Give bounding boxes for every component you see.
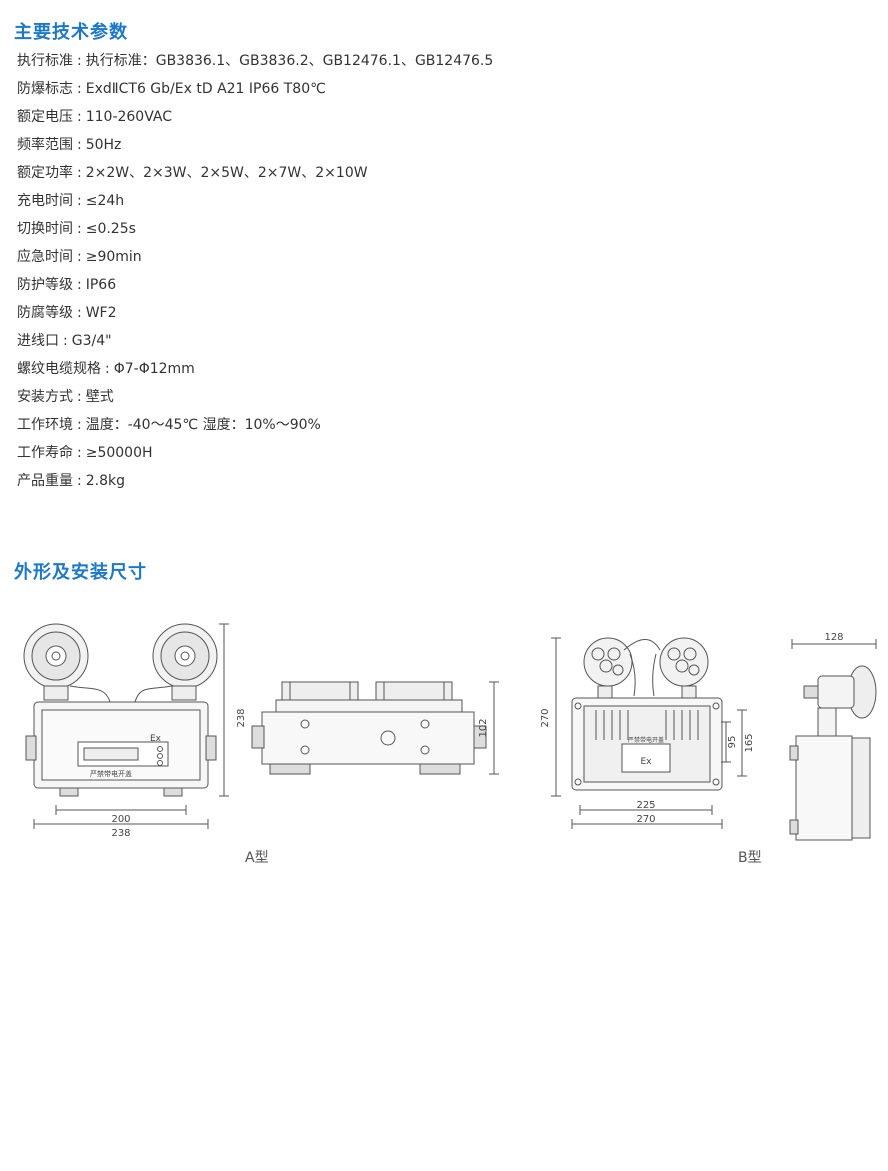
spec-row: 额定功率:2×2W、2×3W、2×5W、2×7W、2×10W — [17, 162, 493, 190]
spec-separator: : — [77, 109, 82, 125]
spec-value: G3/4" — [71, 333, 112, 349]
spec-separator: : — [77, 473, 82, 489]
spec-label: 产品重量 — [17, 473, 73, 489]
spec-row: 螺纹电缆规格:Φ7-Φ12mm — [17, 358, 493, 386]
drawing-b-side — [789, 639, 877, 841]
drawing-b-front — [551, 637, 747, 829]
spec-value: 温度：-40～45℃ 湿度：10%～90% — [85, 417, 321, 433]
spec-value: Φ7-Φ12mm — [113, 361, 195, 377]
spec-separator: : — [77, 165, 82, 181]
spec-row: 进线口:G3/4" — [17, 330, 493, 358]
panel-warning-b: 严禁带电开盖 — [628, 736, 664, 744]
spec-row: 防爆标志:ExdⅡCT6 Gb/Ex tD A21 IP66 T80℃ — [17, 78, 493, 106]
dim-b-inner-165: 165 — [744, 733, 755, 752]
dim-a-height: 238 — [236, 708, 247, 727]
spec-row: 应急时间:≥90min — [17, 246, 493, 274]
spec-row: 安装方式:壁式 — [17, 386, 493, 414]
section-title-dimensions: 外形及安装尺寸 — [14, 562, 147, 583]
spec-label: 频率范围 — [17, 137, 73, 153]
spec-label: 应急时间 — [17, 249, 73, 265]
spec-row: 工作环境:温度：-40～45℃ 湿度：10%～90% — [17, 414, 493, 442]
spec-row: 频率范围:50Hz — [17, 134, 493, 162]
spec-label: 额定功率 — [17, 165, 73, 181]
spec-label: 切换时间 — [17, 221, 73, 237]
spec-separator: : — [77, 277, 82, 293]
spec-value: 2×2W、2×3W、2×5W、2×7W、2×10W — [85, 165, 368, 181]
spec-label: 防护等级 — [17, 277, 73, 293]
dim-b-width-inner: 225 — [636, 800, 655, 811]
spec-row: 充电时间:≤24h — [17, 190, 493, 218]
spec-value: IP66 — [85, 277, 117, 293]
spec-value: ≤24h — [85, 193, 125, 209]
dim-b-depth: 128 — [824, 632, 843, 643]
spec-label: 防爆标志 — [17, 81, 73, 97]
spec-value: ≤0.25s — [85, 221, 136, 237]
spec-row: 额定电压:110-260VAC — [17, 106, 493, 134]
spec-separator: : — [77, 249, 82, 265]
drawing-a-side — [251, 681, 499, 775]
dim-a-width-inner: 200 — [111, 814, 130, 825]
spec-value: ExdⅡCT6 Gb/Ex tD A21 IP66 T80℃ — [85, 81, 326, 97]
spec-separator: : — [77, 389, 82, 405]
drawings-svg: 238 200 238 Ex 严禁带电开盖 102 270 95 165 225… — [23, 623, 877, 841]
spec-value: WF2 — [85, 305, 117, 321]
spec-label: 执行标准 — [17, 53, 73, 69]
spec-label: 充电时间 — [17, 193, 73, 209]
spec-separator: : — [77, 305, 82, 321]
spec-separator: : — [105, 361, 110, 377]
dim-a-width-outer: 238 — [111, 828, 130, 839]
spec-row: 切换时间:≤0.25s — [17, 218, 493, 246]
spec-label: 防腐等级 — [17, 305, 73, 321]
caption-type-a: A型 — [245, 850, 269, 866]
dimension-drawings: 238 200 238 Ex 严禁带电开盖 102 270 95 165 225… — [0, 610, 888, 880]
section-title-specs: 主要技术参数 — [14, 22, 128, 43]
dim-b-width-outer: 270 — [636, 814, 655, 825]
spec-separator: : — [77, 53, 82, 69]
panel-ex-b: Ex — [640, 757, 652, 767]
spec-value: 2.8kg — [85, 473, 125, 489]
spec-row: 执行标准:执行标准：GB3836.1、GB3836.2、GB12476.1、GB… — [17, 50, 493, 78]
spec-separator: : — [77, 81, 82, 97]
dim-a-side-height: 102 — [478, 718, 489, 737]
spec-separator: : — [77, 417, 82, 433]
spec-value: ≥90min — [85, 249, 142, 265]
dim-b-height: 270 — [540, 708, 551, 727]
spec-label: 工作环境 — [17, 417, 73, 433]
caption-type-b: B型 — [738, 850, 762, 866]
spec-label: 螺纹电缆规格 — [17, 361, 101, 377]
spec-separator: : — [77, 193, 82, 209]
spec-separator: : — [77, 221, 82, 237]
spec-label: 额定电压 — [17, 109, 73, 125]
spec-value: 壁式 — [85, 389, 114, 405]
spec-row: 产品重量:2.8kg — [17, 470, 493, 498]
spec-value: ≥50000H — [85, 445, 153, 461]
spec-separator: : — [77, 445, 82, 461]
spec-label: 安装方式 — [17, 389, 73, 405]
panel-warning-a: 严禁带电开盖 — [90, 769, 132, 778]
spec-value: 50Hz — [85, 137, 122, 153]
spec-row: 防腐等级:WF2 — [17, 302, 493, 330]
spec-row: 防护等级:IP66 — [17, 274, 493, 302]
spec-separator: : — [63, 333, 68, 349]
drawing-a-front — [23, 623, 229, 829]
spec-separator: : — [77, 137, 82, 153]
dim-b-inner-95: 95 — [727, 736, 738, 749]
spec-label: 工作寿命 — [17, 445, 73, 461]
spec-row: 工作寿命:≥50000H — [17, 442, 493, 470]
spec-value: 110-260VAC — [85, 109, 173, 125]
panel-ex-a: Ex — [150, 734, 162, 744]
spec-label: 进线口 — [17, 333, 59, 349]
spec-list: 执行标准:执行标准：GB3836.1、GB3836.2、GB12476.1、GB… — [17, 50, 493, 498]
spec-value: 执行标准：GB3836.1、GB3836.2、GB12476.1、GB12476… — [85, 53, 494, 69]
